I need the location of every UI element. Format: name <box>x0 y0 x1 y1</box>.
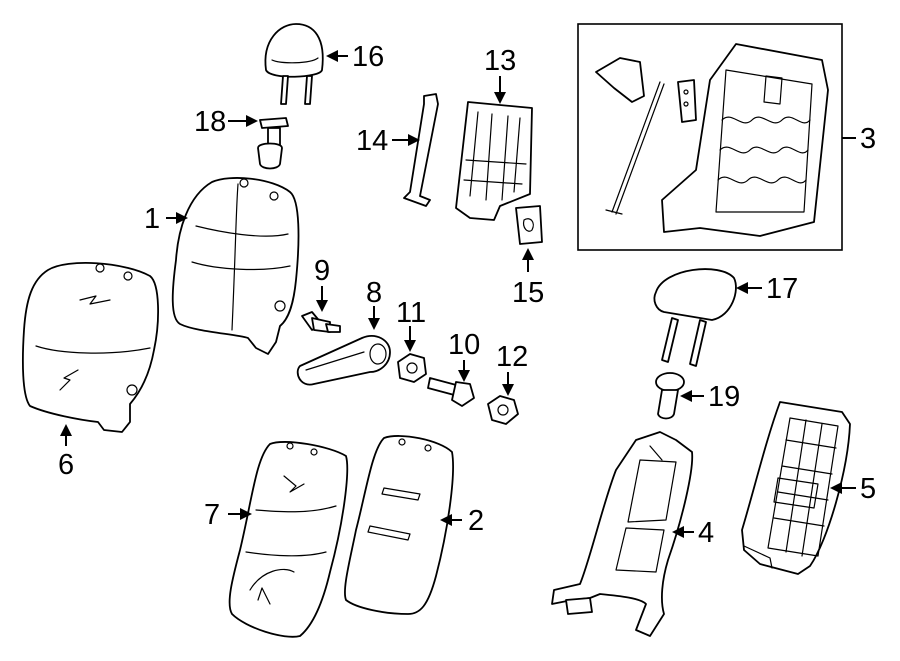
part-16-headrest <box>264 23 324 105</box>
callout-6: 6 <box>58 449 74 481</box>
callout-19: 19 <box>708 381 740 413</box>
part-1-seat-back-cover <box>171 177 300 355</box>
callout-14: 14 <box>356 125 388 157</box>
callout-5: 5 <box>860 473 876 505</box>
part-3-seat-back-frame <box>595 43 829 237</box>
part-7-seat-back-panel <box>228 441 349 638</box>
callout-8: 8 <box>366 277 382 309</box>
part-6-seat-back-cover <box>21 262 159 433</box>
part-13-frame-panel <box>455 101 533 221</box>
callout-15: 15 <box>512 277 544 309</box>
part-15-clip <box>515 205 543 245</box>
callout-10: 10 <box>448 329 480 361</box>
callout-13: 13 <box>484 45 516 77</box>
callout-18: 18 <box>194 106 226 138</box>
callout-labels: 16 18 14 13 15 1 9 8 11 10 12 6 3 17 19 … <box>58 41 876 549</box>
part-18-headrest-guide <box>257 117 289 170</box>
callout-12: 12 <box>496 341 528 373</box>
callout-1: 1 <box>144 203 160 235</box>
callout-9: 9 <box>314 255 330 287</box>
part-5-grid-panel <box>741 401 851 575</box>
part-14-rod <box>403 93 439 207</box>
part-17-headrest <box>653 268 737 367</box>
part-10-bolt <box>427 377 475 407</box>
part-12-nut <box>487 395 519 425</box>
callout-leaders <box>60 50 856 538</box>
callout-11: 11 <box>396 297 426 329</box>
callout-7: 7 <box>204 499 220 531</box>
callout-3: 3 <box>860 123 876 155</box>
callout-2: 2 <box>468 505 484 537</box>
part-4-side-panel <box>551 431 694 637</box>
part-9-bolt <box>301 311 341 333</box>
part-11-nut <box>397 353 427 383</box>
callout-16: 16 <box>352 41 384 73</box>
part-19-headrest-guide <box>655 372 685 420</box>
part-8-armrest <box>296 335 391 386</box>
part-2-seat-back-board <box>344 435 454 615</box>
callout-4: 4 <box>698 517 714 549</box>
callout-17: 17 <box>766 273 798 305</box>
